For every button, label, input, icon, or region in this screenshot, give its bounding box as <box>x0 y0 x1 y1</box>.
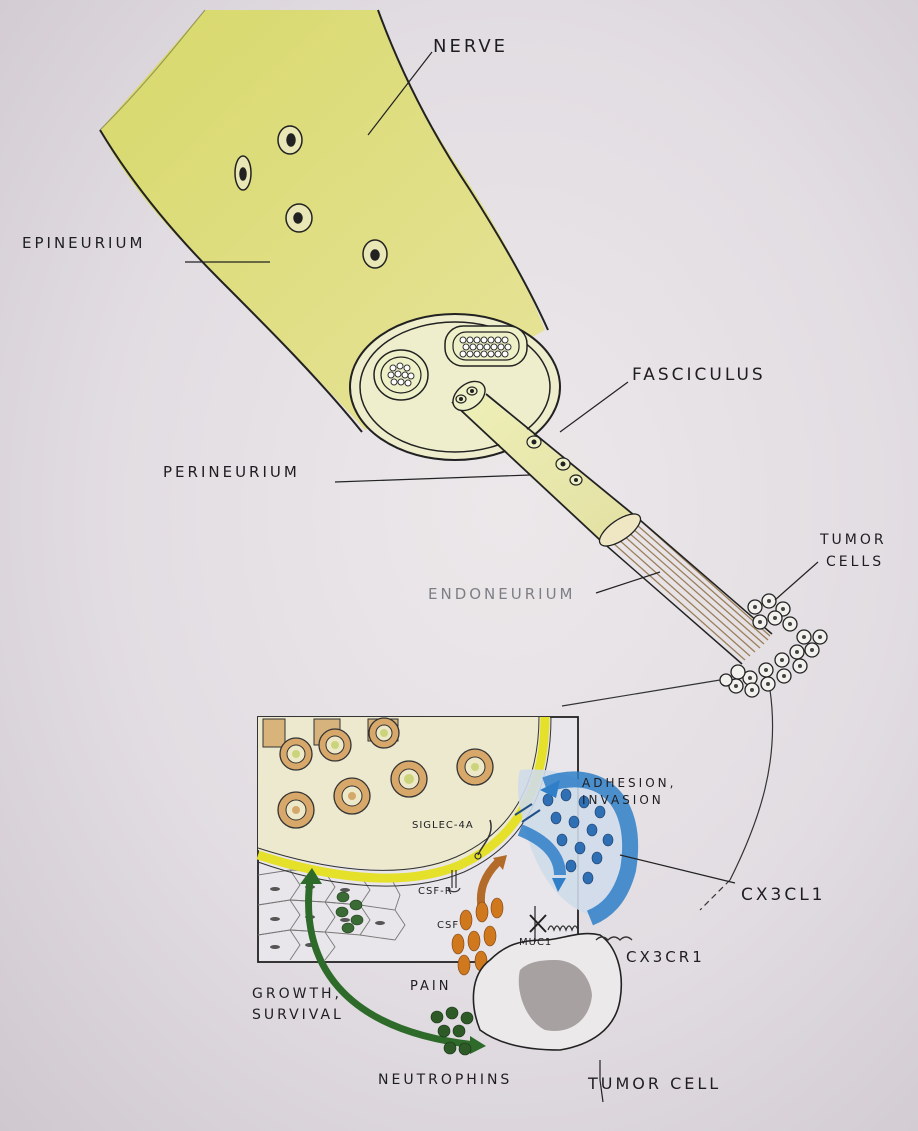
tumor-cells-cluster <box>720 594 827 697</box>
label-adhesion: ADHESION, <box>582 776 676 790</box>
label-survival: SURVIVAL <box>252 1007 344 1023</box>
label-cx3cl1: CX3CL1 <box>741 885 826 905</box>
label-tumor-cells-2: CELLS <box>826 554 884 570</box>
label-epineurium: EPINEURIUM <box>22 234 145 252</box>
label-endoneurium: ENDONEURIUM <box>428 585 576 603</box>
label-nerve: NERVE <box>433 36 508 57</box>
label-pain: PAIN <box>410 979 451 994</box>
label-csf: CSF <box>437 920 459 931</box>
label-tumor-cells-1: TUMOR <box>819 532 887 548</box>
label-growth: GROWTH, <box>252 986 342 1002</box>
label-perineurium: PERINEURIUM <box>163 463 300 481</box>
label-fasciculus: FASCICULUS <box>632 365 766 385</box>
label-muc1: MUC1 <box>519 937 552 948</box>
label-invasion: INVASION <box>582 793 664 807</box>
label-neutrophins: NEUTROPHINS <box>378 1072 512 1088</box>
label-csf-r: CSF-R <box>418 886 453 897</box>
label-siglec4a: SIGLEC-4A <box>412 820 474 831</box>
fasciculus-strand <box>447 375 772 664</box>
neutrophin-dots <box>431 1007 473 1055</box>
label-cx3cr1: CX3CR1 <box>626 948 705 966</box>
label-tumor-cell: TUMOR CELL <box>587 1074 721 1093</box>
